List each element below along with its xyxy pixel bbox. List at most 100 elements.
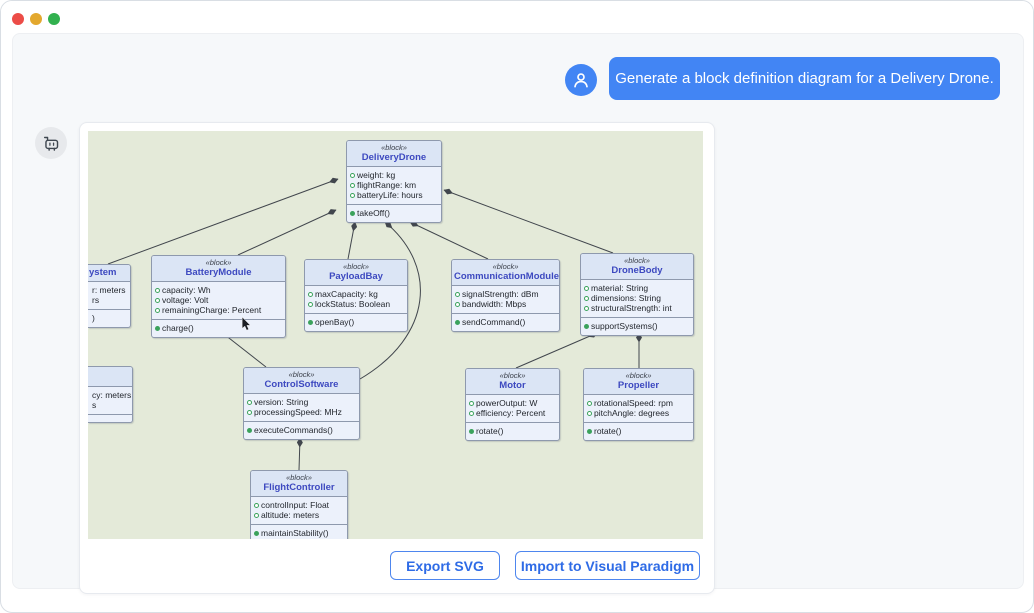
attribute-row: rotationalSpeed: rpm: [587, 398, 691, 408]
attribute-bullet-icon: [308, 301, 313, 307]
operations-section: ): [88, 310, 130, 327]
attribute-bullet-icon: [254, 502, 259, 508]
attribute-row: pitchAngle: degrees: [587, 408, 691, 418]
block-name: ystem: [89, 267, 117, 278]
operation-bullet-icon: [254, 530, 259, 536]
block-header: «block»DroneBody: [581, 254, 693, 280]
attribute-row: voltage: Volt: [155, 295, 283, 305]
member-text: efficiency: Percent: [476, 408, 546, 418]
operations-section: openBay(): [305, 314, 407, 331]
operation-row: executeCommands(): [247, 425, 357, 435]
member-text: supportSystems(): [591, 321, 658, 331]
attribute-bullet-icon: [247, 409, 252, 415]
person-icon: [574, 73, 588, 88]
attribute-row: processingSpeed: MHz: [247, 407, 357, 417]
attribute-bullet-icon: [587, 410, 592, 416]
operations-section: maintainStability(): [251, 525, 347, 539]
member-text: maxCapacity: kg: [315, 289, 378, 299]
member-text: rs: [92, 295, 100, 305]
stereotype-label: «block»: [624, 256, 650, 265]
stereotype-label: «block»: [286, 473, 312, 482]
attribute-bullet-icon: [584, 305, 589, 311]
attribute-row: rs: [91, 295, 128, 305]
member-text: rotate(): [476, 426, 504, 436]
block-name: FlightController: [263, 482, 335, 493]
attribute-bullet-icon: [350, 172, 355, 178]
chat-panel: Generate a block definition diagram for …: [12, 33, 1024, 594]
attribute-row: lockStatus: Boolean: [308, 299, 405, 309]
close-window-button[interactable]: [12, 13, 24, 25]
member-text: ): [92, 313, 95, 323]
stereotype-label: «block»: [492, 262, 519, 271]
operations-section: takeOff(): [347, 205, 441, 222]
attribute-bullet-icon: [247, 399, 252, 405]
minimize-window-button[interactable]: [30, 13, 42, 25]
attribute-row: remainingCharge: Percent: [155, 305, 283, 315]
stereotype-label: «block»: [499, 371, 526, 380]
export-svg-button[interactable]: Export SVG: [390, 551, 500, 580]
member-text: r: meters: [92, 285, 126, 295]
attribute-row: bandwidth: Mbps: [455, 299, 557, 309]
member-text: dimensions: String: [591, 293, 661, 303]
member-text: voltage: Volt: [162, 295, 209, 305]
operations-section: rotate(): [584, 423, 693, 440]
attribute-bullet-icon: [469, 410, 474, 416]
block-header: «block»Propeller: [584, 369, 693, 395]
bot-avatar: [35, 127, 67, 159]
attribute-row: powerOutput: W: [469, 398, 557, 408]
connector-lines: [107, 177, 642, 471]
member-text: executeCommands(): [254, 425, 333, 435]
member-text: version: String: [254, 397, 309, 407]
attribute-row: altitude: meters: [254, 510, 345, 520]
attribute-bullet-icon: [584, 295, 589, 301]
block-header: «block»PayloadBay: [305, 260, 407, 286]
zoom-window-button[interactable]: [48, 13, 60, 25]
member-text: capacity: Wh: [162, 285, 211, 295]
attribute-bullet-icon: [584, 285, 589, 291]
member-text: cy: meters: [92, 390, 132, 400]
operations-section: executeCommands(): [244, 422, 359, 439]
block-name: PayloadBay: [329, 271, 383, 282]
attribute-row: flightRange: km: [350, 180, 439, 190]
member-text: remainingCharge: Percent: [162, 305, 262, 315]
operation-bullet-icon: [469, 428, 474, 434]
member-text: maintainStability(): [261, 528, 329, 538]
attribute-bullet-icon: [455, 291, 460, 297]
operation-row: charge(): [155, 323, 283, 333]
member-text: rotate(): [594, 426, 622, 436]
operation-bullet-icon: [247, 427, 252, 433]
operations-section: rotate(): [466, 423, 559, 440]
window-titlebar: [1, 1, 1033, 33]
attribute-bullet-icon: [455, 301, 460, 307]
import-visual-paradigm-button[interactable]: Import to Visual Paradigm: [515, 551, 700, 580]
member-text: controlInput: Float: [261, 500, 330, 510]
member-text: weight: kg: [357, 170, 396, 180]
operation-row: takeOff(): [350, 208, 439, 218]
attribute-row: controlInput: Float: [254, 500, 345, 510]
member-text: signalStrength: dBm: [462, 289, 539, 299]
robot-icon: [43, 136, 58, 151]
block-header: «block»DeliveryDrone: [347, 141, 441, 167]
stereotype-label: «block»: [381, 143, 407, 152]
member-text: rotationalSpeed: rpm: [594, 398, 673, 408]
member-text: charge(): [162, 323, 194, 333]
operations-section: sendCommand(): [452, 314, 559, 331]
user-avatar: [565, 64, 597, 96]
attribute-bullet-icon: [350, 182, 355, 188]
block-header: «block»FlightController: [251, 471, 347, 497]
operation-bullet-icon: [350, 210, 355, 216]
member-text: powerOutput: W: [476, 398, 538, 408]
attribute-bullet-icon: [308, 291, 313, 297]
member-text: pitchAngle: degrees: [594, 408, 670, 418]
